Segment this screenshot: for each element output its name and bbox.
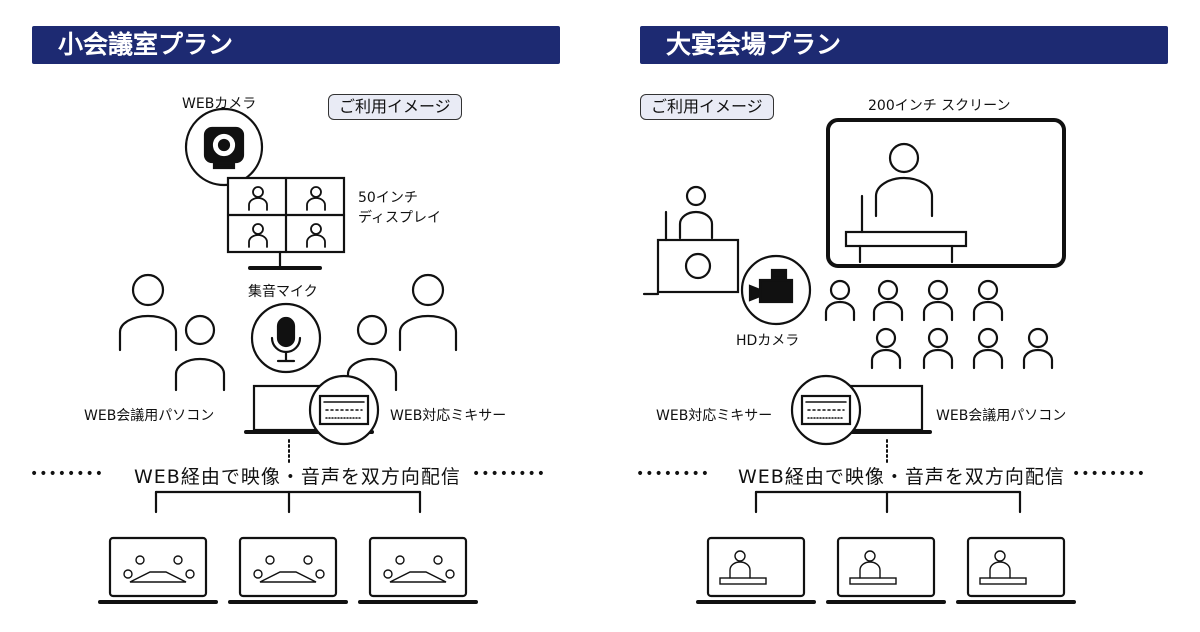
webcam-label: WEBカメラ: [182, 96, 257, 112]
banquet-hall-illustration: [642, 118, 1076, 604]
speaker-podium-icon: [642, 185, 740, 296]
usage-image-tag-right: ご利用イメージ: [640, 94, 774, 120]
mixer-icon: [790, 374, 862, 446]
dotted-line-right-right-panel: ••••••••: [1072, 466, 1147, 482]
webcam-icon: [184, 107, 264, 187]
mixer-icon: [308, 374, 380, 446]
mixer-label: WEB対応ミキサー: [390, 408, 507, 424]
banquet-hall-plan-title: 大宴会場プラン: [640, 26, 1168, 64]
microphone-icon: [250, 302, 322, 374]
display-type-label: ディスプレイ: [358, 210, 442, 226]
mic-label: 集音マイク: [248, 284, 318, 300]
dotted-line-right: ••••••••: [472, 466, 547, 482]
hd-camera-label: HDカメラ: [736, 333, 800, 349]
audience-icon: [824, 279, 1054, 370]
small-room-plan-panel: 小会議室プラン ご利用イメージ: [30, 26, 560, 604]
remote-laptop-icon: [98, 536, 478, 604]
pc-label-right: WEB会議用パソコン: [936, 408, 1067, 424]
display-icon: [226, 176, 346, 270]
screen-label: 200インチ スクリーン: [868, 98, 1011, 114]
screen-icon: [826, 118, 1066, 268]
pc-label: WEB会議用パソコン: [84, 408, 215, 424]
small-room-plan-title: 小会議室プラン: [32, 26, 560, 64]
small-room-illustration: [98, 107, 478, 604]
mixer-label-right: WEB対応ミキサー: [656, 408, 773, 424]
person-icon: [118, 273, 458, 392]
display-size-label: 50インチ: [358, 190, 418, 206]
dotted-line-left: ••••••••: [30, 466, 105, 482]
remote-laptop-icon: [696, 536, 1076, 604]
web-broadcast-caption-right: WEB経由で映像・音声を双方向配信: [738, 466, 1065, 488]
usage-image-tag-left: ご利用イメージ: [328, 94, 462, 120]
video-camera-icon: [740, 254, 812, 326]
display-label: 50インチ ディスプレイ: [358, 188, 478, 228]
web-broadcast-caption: WEB経由で映像・音声を双方向配信: [134, 466, 461, 488]
banquet-hall-plan-panel: 大宴会場プラン ご利用イメージ: [600, 0, 1200, 632]
dotted-line-left-right-panel: ••••••••: [636, 466, 711, 482]
